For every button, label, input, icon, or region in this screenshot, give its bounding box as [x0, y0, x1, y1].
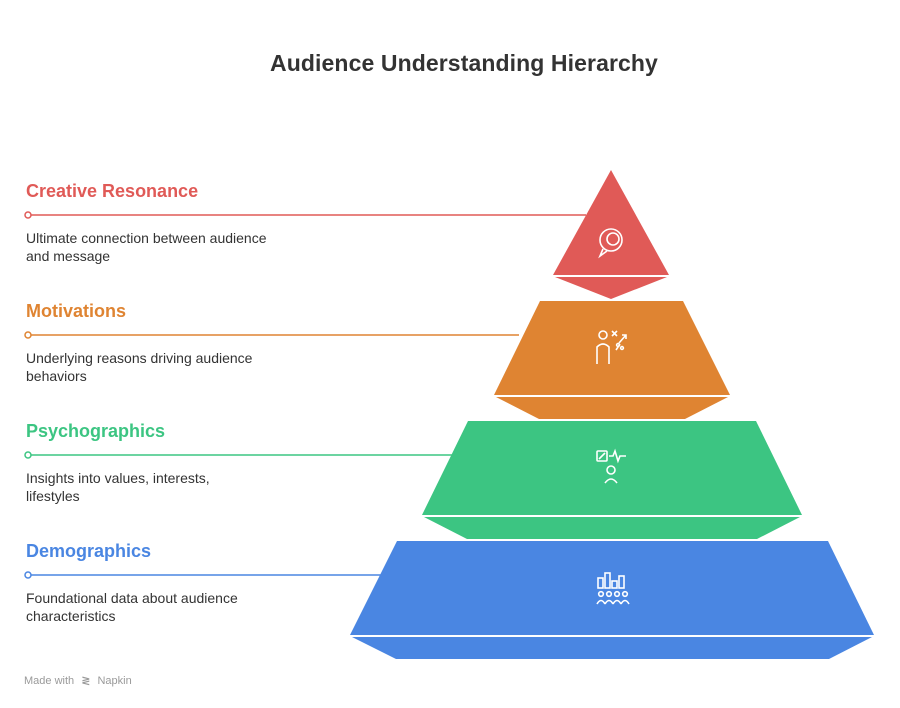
level-title-creative-resonance: Creative Resonance [26, 181, 199, 201]
level-title-demographics: Demographics [26, 541, 152, 561]
level-title-psychographics: Psychographics [26, 421, 166, 441]
level-motivations [24, 301, 730, 419]
pyramid-tier-3-base [424, 517, 800, 539]
level-desc-creative-resonance: Ultimate connection between audience and… [26, 230, 267, 264]
page-title: Audience Understanding Hierarchy [270, 50, 658, 76]
pyramid-tier-3 [422, 421, 802, 515]
footer-brand: Napkin [97, 675, 132, 687]
level-desc-motivations: Underlying reasons driving audience beha… [26, 350, 253, 384]
pyramid-tier-top [553, 170, 669, 275]
person-strategy-icon [596, 330, 627, 364]
level-creative-resonance [24, 170, 669, 299]
mind-pulse-icon [596, 448, 626, 484]
pyramid-tier-2 [494, 301, 730, 395]
connector-dot [24, 451, 32, 459]
level-desc-psychographics: Insights into values, interests, lifesty… [26, 470, 210, 504]
pyramid-tier-bottom-base [352, 637, 872, 659]
chat-bubble-icon [598, 228, 623, 259]
connector-dot [24, 571, 32, 579]
pyramid-tier-2-base [496, 397, 728, 419]
connector-dot [24, 211, 32, 219]
footer-made-with: Made with ≷ Napkin [24, 674, 132, 687]
level-demographics [24, 541, 874, 659]
napkin-logo-icon: ≷ [81, 675, 91, 687]
footer-text: Made with [24, 675, 75, 687]
level-desc-demographics: Foundational data about audience charact… [26, 590, 238, 624]
level-psychographics [24, 421, 802, 539]
connector-dot [24, 331, 32, 339]
bar-chart-people-icon [596, 572, 630, 605]
pyramid-tier-top-base [555, 277, 667, 299]
level-title-motivations: Motivations [26, 301, 127, 321]
